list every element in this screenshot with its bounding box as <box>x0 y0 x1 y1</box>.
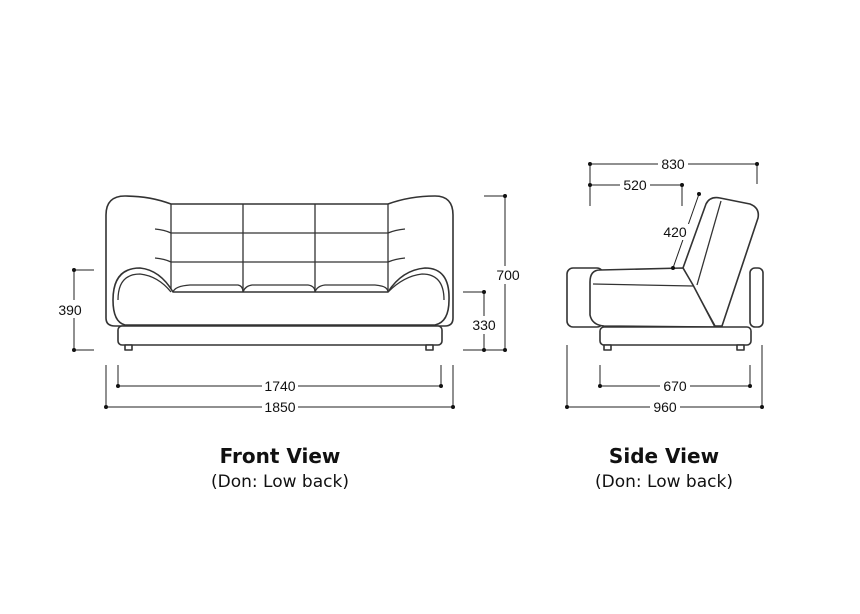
front-foot-left <box>124 344 133 351</box>
front-view-subtitle: (Don: Low back) <box>211 472 349 492</box>
dim-520: 520 <box>623 177 647 193</box>
front-base <box>117 325 443 346</box>
side-dimensions: 830 520 420 670 960 <box>565 156 764 415</box>
side-back-cushion <box>682 196 760 327</box>
front-dimensions: 390 330 700 1740 1850 <box>56 194 524 415</box>
side-seat <box>589 267 716 328</box>
dim-700: 700 <box>496 267 520 283</box>
side-view-title: Side View <box>608 444 720 468</box>
dim-1850: 1850 <box>264 399 295 415</box>
dim-830: 830 <box>661 156 685 172</box>
front-foot-right <box>425 344 434 351</box>
side-arm-back <box>749 267 764 328</box>
side-base <box>599 326 752 346</box>
side-foot-back <box>736 344 745 351</box>
front-seat <box>112 267 450 326</box>
side-view-sofa <box>566 196 764 351</box>
side-seat-seam <box>592 283 694 287</box>
dim-670: 670 <box>663 378 687 394</box>
side-view-subtitle: (Don: Low back) <box>595 472 733 492</box>
side-foot-front <box>603 344 612 351</box>
front-seat-cushions <box>172 284 389 293</box>
dim-1740: 1740 <box>264 378 295 394</box>
dim-390: 390 <box>58 302 82 318</box>
front-view-sofa <box>105 195 454 351</box>
dim-960: 960 <box>653 399 677 415</box>
front-back-cushion-lines <box>170 204 389 292</box>
front-view-title: Front View <box>219 444 341 468</box>
front-tufts <box>154 228 406 263</box>
dim-420: 420 <box>663 224 687 240</box>
side-back-seam <box>696 200 722 286</box>
front-arm-inner <box>117 273 445 301</box>
dim-330: 330 <box>472 317 496 333</box>
